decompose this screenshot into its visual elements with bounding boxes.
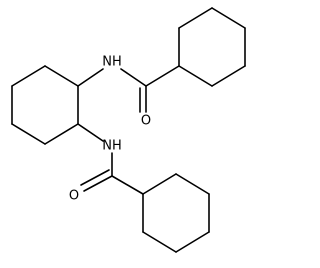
bond: [145, 65, 180, 87]
bond: [211, 65, 246, 87]
bond: [44, 65, 79, 87]
oxygen-label-bottom: O: [69, 189, 79, 204]
bond: [77, 123, 104, 142]
bottom-amide-group: NH O: [69, 123, 144, 204]
bond: [211, 7, 246, 29]
bottom-cyclohexane-ring: [142, 173, 210, 253]
bond: [11, 65, 46, 87]
nh-label-top: NH: [102, 55, 122, 70]
carbonyl-double-bond: [83, 175, 113, 192]
nh-label-bottom: NH: [102, 139, 122, 154]
bond: [178, 65, 213, 87]
central-cyclohexane-ring: [11, 65, 79, 145]
bond: [111, 175, 144, 195]
bond: [142, 231, 177, 253]
top-right-cyclohexane-ring: [178, 7, 246, 87]
bond: [11, 123, 46, 145]
bond: [175, 231, 210, 253]
bond: [120, 68, 147, 87]
bond: [77, 68, 104, 87]
bond: [142, 173, 177, 195]
bond: [44, 123, 79, 145]
bond: [175, 173, 210, 195]
structure-diagram: NH O NH O: [11, 7, 246, 253]
bond: [178, 7, 213, 29]
carbonyl-double-bond: [80, 169, 110, 186]
oxygen-label-top: O: [141, 114, 151, 129]
top-amide-group: NH O: [77, 55, 180, 129]
